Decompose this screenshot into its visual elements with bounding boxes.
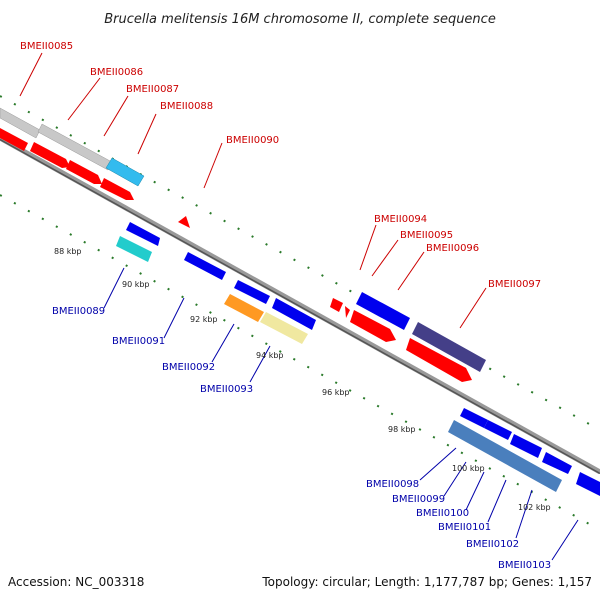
cds-BMEII0092 — [234, 280, 270, 304]
cds-BMEII0093b — [260, 312, 308, 344]
cds-BMEII0099 — [484, 420, 512, 440]
label-BMEII0095: BMEII0095 — [400, 230, 453, 241]
cds-BMEII0094 — [330, 298, 343, 312]
label-BMEII0090: BMEII0090 — [226, 135, 279, 146]
kbp-94: 94 kbp — [256, 351, 284, 360]
forward-leader-lines — [19, 52, 487, 329]
reverse-strand-cds — [116, 222, 600, 496]
label-BMEII0092: BMEII0092 — [162, 362, 215, 373]
forward-gene-labels: BMEII0085 BMEII0086 BMEII0087 BMEII0088 … — [20, 41, 541, 290]
cds-BMEII0102 — [448, 420, 562, 492]
forward-strand-cds — [0, 128, 472, 382]
outer-tick-track — [0, 95, 600, 431]
cds-BMEII0101 — [542, 452, 572, 474]
cds-BMEII0088 — [100, 178, 134, 200]
chromosome-backbone — [0, 135, 600, 475]
upper-feature-band — [0, 107, 113, 171]
label-BMEII0087: BMEII0087 — [126, 84, 179, 95]
cds-BMEII0086 — [30, 142, 70, 168]
cds-BMEII0091 — [184, 252, 226, 280]
label-BMEII0085: BMEII0085 — [20, 41, 73, 52]
kbp-92: 92 kbp — [190, 315, 218, 324]
accession-text: Accession: NC_003318 — [8, 575, 144, 589]
label-BMEII0096: BMEII0096 — [426, 243, 479, 254]
label-BMEII0089: BMEII0089 — [52, 306, 105, 317]
label-BMEII0100: BMEII0100 — [416, 508, 469, 519]
reverse-gene-labels: BMEII0089 BMEII0091 BMEII0092 BMEII0093 … — [52, 306, 551, 571]
kbp-98: 98 kbp — [388, 425, 416, 434]
label-BMEII0093: BMEII0093 — [200, 384, 253, 395]
topology-text: Topology: circular; Length: 1,177,787 bp… — [261, 575, 592, 589]
cds-BMEII0098 — [460, 408, 488, 428]
kbp-96: 96 kbp — [322, 388, 350, 397]
label-BMEII0101: BMEII0101 — [438, 522, 491, 533]
cds-BMEII0090 — [178, 216, 190, 228]
label-BMEII0094: BMEII0094 — [374, 214, 427, 225]
kbp-88: 88 kbp — [54, 247, 82, 256]
cds-BMEII0087 — [66, 160, 102, 184]
cds-BMEII0097 — [406, 338, 472, 382]
cds-BMEII0089b — [116, 236, 152, 262]
inner-tick-track — [0, 194, 600, 531]
cds-BMEII0103 — [576, 472, 600, 496]
kbp-102: 102 kbp — [518, 503, 551, 512]
kbp-100: 100 kbp — [452, 464, 485, 473]
label-BMEII0097: BMEII0097 — [488, 279, 541, 290]
label-BMEII0103: BMEII0103 — [498, 560, 551, 571]
cds-BMEII0095 — [345, 306, 350, 318]
cds-BMEII0093a — [272, 298, 316, 330]
cds-BMEII0096 — [350, 310, 396, 342]
cds-BMEII0100 — [510, 434, 542, 458]
label-BMEII0086: BMEII0086 — [90, 67, 143, 78]
upper-colored-features — [105, 157, 486, 372]
kbp-scale-labels: 88 kbp 90 kbp 92 kbp 94 kbp 96 kbp 98 kb… — [54, 247, 551, 512]
cds-BMEII0092b — [224, 294, 264, 322]
label-BMEII0098: BMEII0098 — [366, 479, 419, 490]
map-title: Brucella melitensis 16M chromosome II, c… — [104, 12, 496, 27]
label-BMEII0102: BMEII0102 — [466, 539, 519, 550]
cds-BMEII0085 — [0, 128, 28, 151]
label-BMEII0099: BMEII0099 — [392, 494, 445, 505]
cds-BMEII0089a — [126, 222, 160, 246]
reverse-leader-lines — [103, 267, 579, 561]
kbp-90: 90 kbp — [122, 280, 150, 289]
label-BMEII0088: BMEII0088 — [160, 101, 213, 112]
label-BMEII0091: BMEII0091 — [112, 336, 165, 347]
